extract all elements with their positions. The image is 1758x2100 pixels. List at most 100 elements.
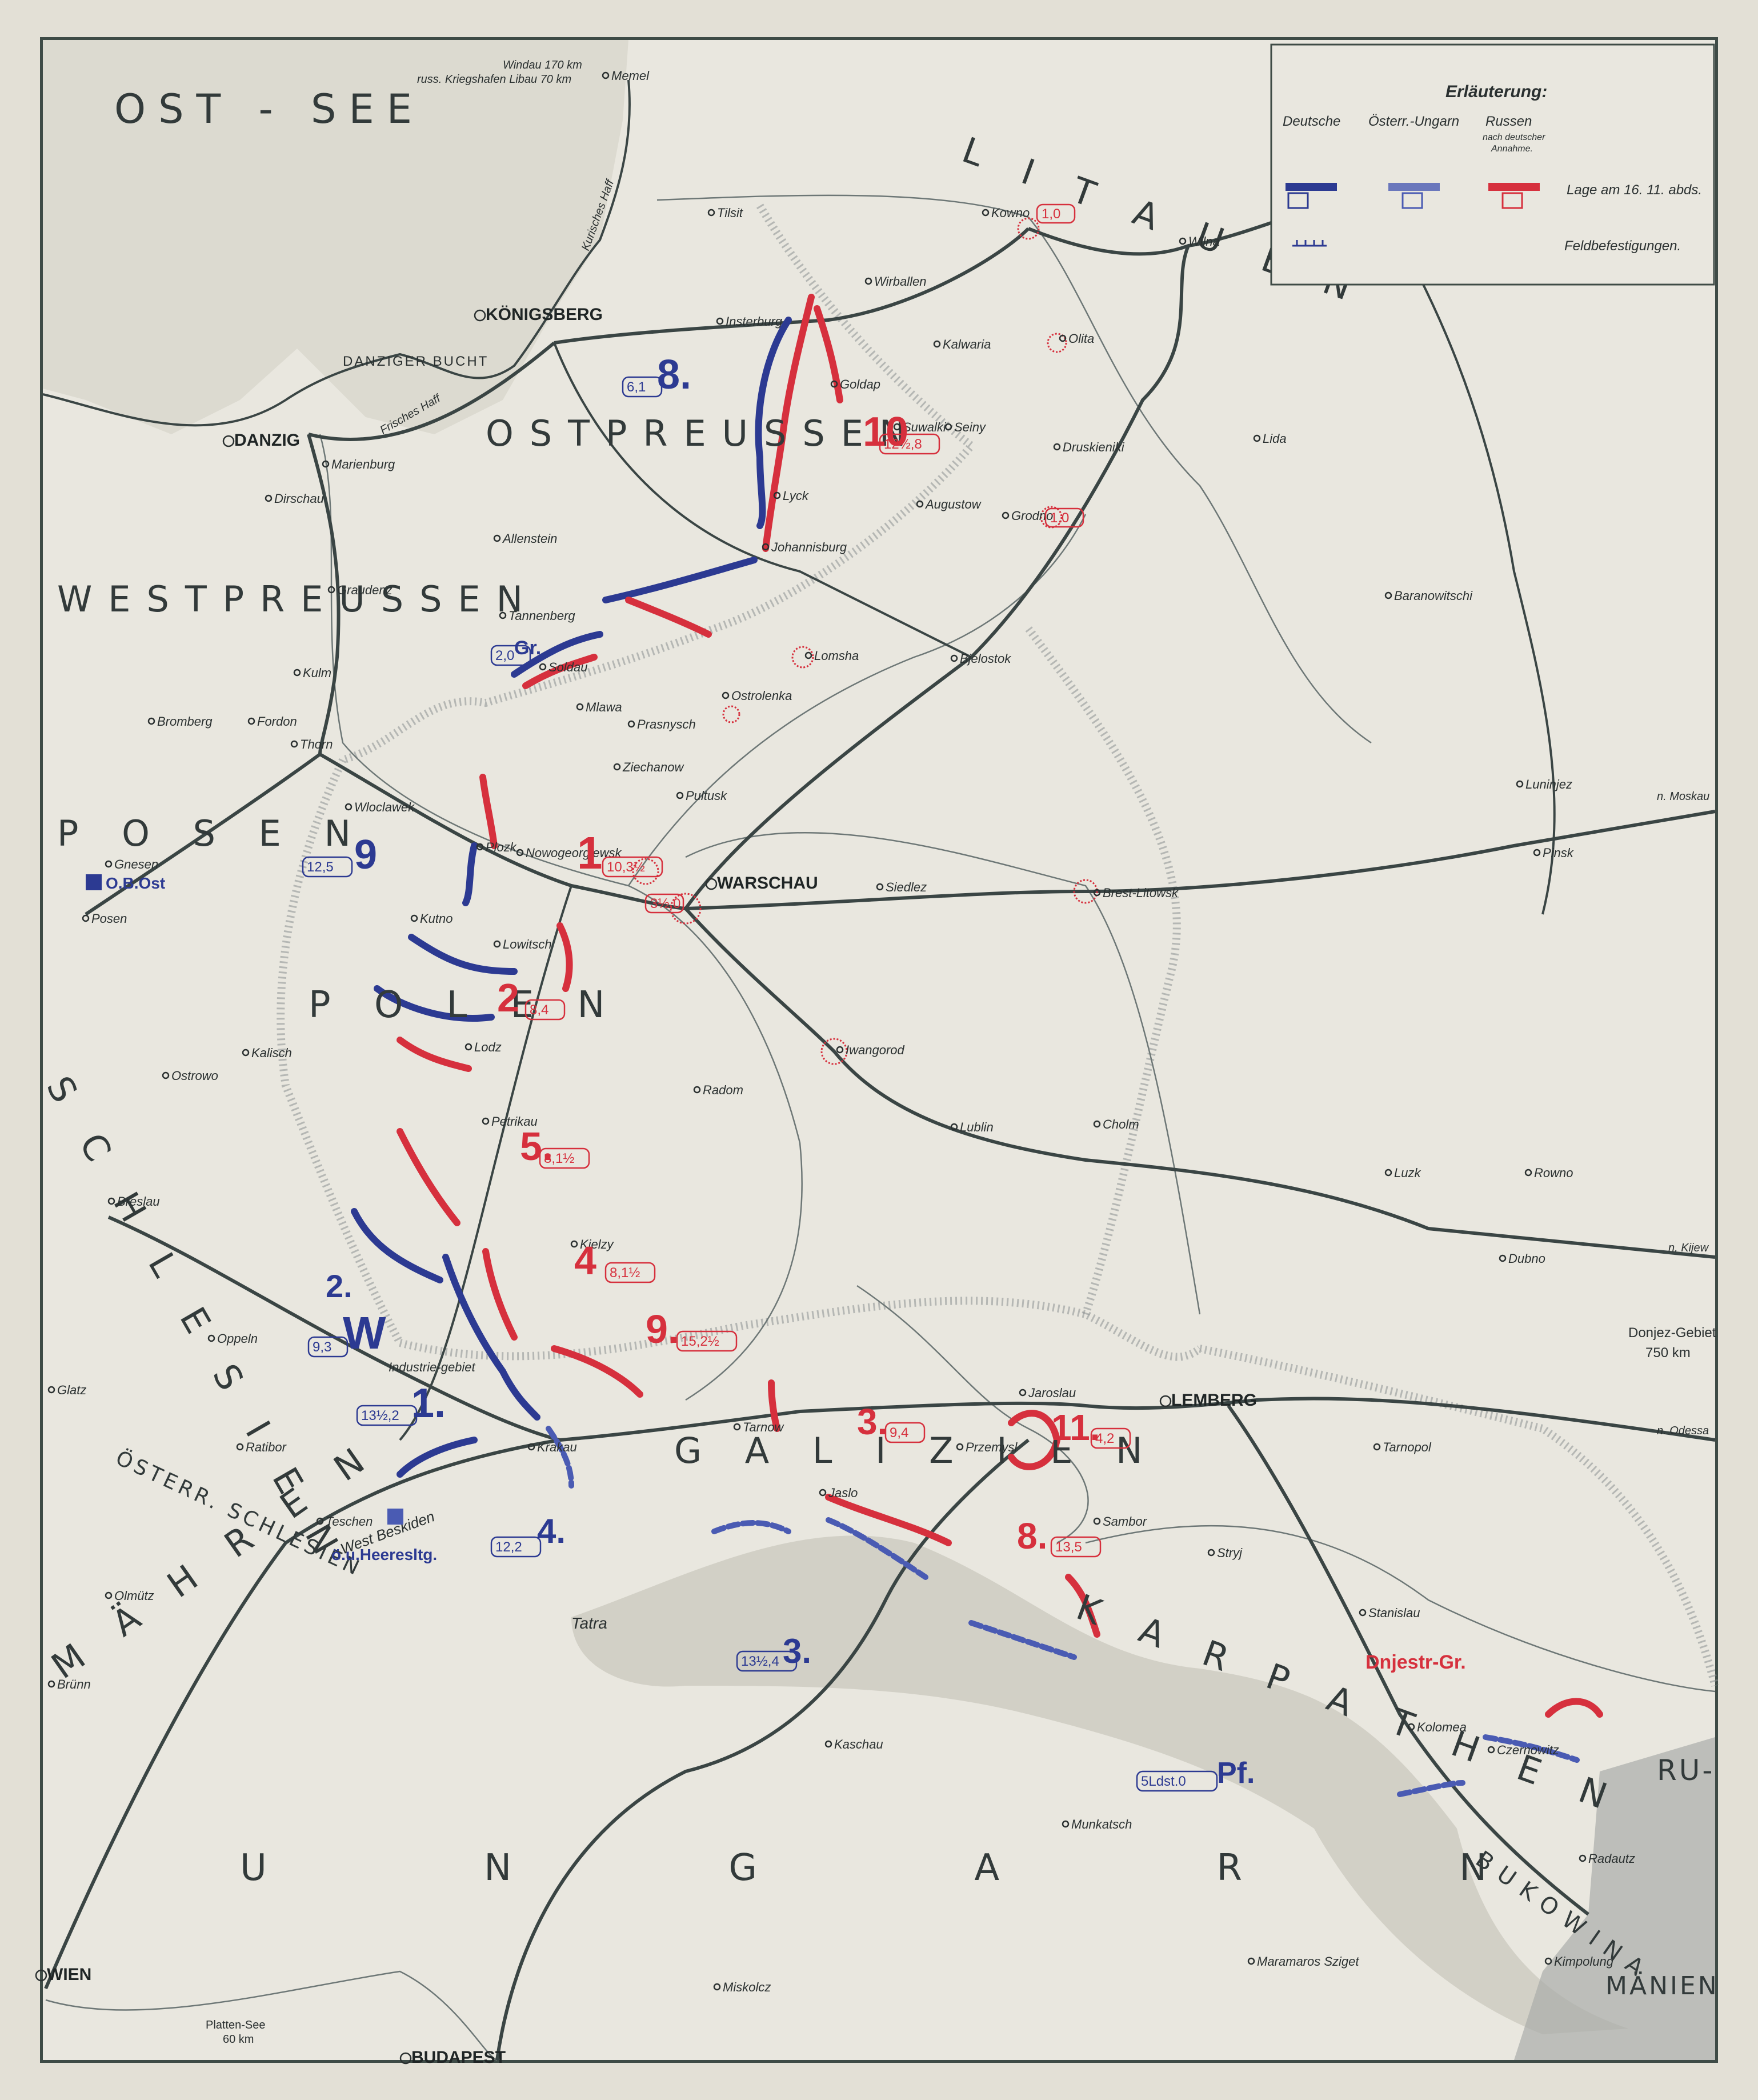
city-dot [474, 309, 486, 322]
river-bug [685, 832, 1201, 1315]
city-dot [1384, 1169, 1392, 1177]
army-strength-box [490, 1536, 542, 1558]
city-dot [1059, 334, 1067, 342]
rail-lemberg-czernowitz [1227, 1405, 1589, 1916]
hq-ob-ost: O.B.Ost [106, 874, 165, 892]
city-label: Ostrowo [171, 1069, 218, 1083]
fort-brest [1073, 879, 1098, 904]
army-strength-box [490, 645, 531, 666]
city-dot [493, 534, 501, 542]
note-kijew: n. Kijew [1668, 1242, 1709, 1254]
city-label: Dirschau [274, 491, 324, 506]
army-label: 4 [574, 1238, 596, 1283]
au-front-carpathians-3 [968, 1620, 1077, 1660]
road-net-3 [1370, 187, 1556, 915]
legend-ru-flag [1501, 192, 1523, 209]
city-dot [242, 1049, 250, 1057]
city-label: Czernowitz [1497, 1743, 1559, 1757]
city-label: Pinsk [1543, 846, 1574, 860]
ru-front-jaslo [825, 1494, 952, 1546]
legend-col-ru-note-1: nach deutscher [1483, 133, 1545, 142]
city-label: Plozk [486, 840, 517, 854]
city-dot [570, 1240, 578, 1248]
legend: Erläuterung: Deutsche Österr.-Ungarn Rus… [1270, 43, 1715, 286]
city-dot [602, 71, 610, 79]
city-dot [1533, 849, 1541, 857]
city-dot [1053, 443, 1061, 451]
fortress-strength: 1,0 [1050, 510, 1069, 526]
legend-col-ru-note-2: Annahme. [1491, 144, 1533, 154]
city-dot [247, 717, 255, 725]
river-san [856, 1285, 1089, 1544]
city-dot [733, 1423, 741, 1431]
rail-budapest [495, 1438, 1030, 2061]
au-front-kolomea [1483, 1734, 1580, 1763]
city-label: Luninjez [1525, 777, 1572, 791]
city-label: Oppeln [217, 1331, 258, 1346]
fort-warschau [670, 893, 702, 925]
city-label: Maramaros Sziget [1257, 1954, 1359, 1969]
city-dot [162, 1071, 170, 1079]
note-donjez: Donjez-Gebiet [1628, 1325, 1716, 1341]
city-label: Suwalki [903, 420, 947, 434]
army-label: W [343, 1307, 386, 1358]
legend-title: Erläuterung: [1445, 82, 1547, 101]
city-label: Jaslo [828, 1486, 858, 1500]
legend-row-position: Lage am 16. 11. abds. [1567, 182, 1702, 198]
au-front-krakau [546, 1426, 574, 1489]
city-dot [47, 1680, 55, 1688]
note-windau: Windau 170 km [503, 59, 582, 71]
army-strength-box [676, 1330, 738, 1352]
city-label: Kaschau [834, 1737, 883, 1751]
city-label: Johannisburg [771, 540, 847, 554]
border-poland-east [1025, 626, 1181, 1316]
army-strength: 9,3 [313, 1339, 331, 1355]
city-dot [316, 1517, 324, 1525]
city-dot [1579, 1854, 1587, 1862]
city-label: WARSCHAU [717, 874, 818, 893]
city-dot [693, 1086, 701, 1094]
fortress-strength: 3½,0 [650, 896, 680, 911]
army-strength-box [524, 999, 566, 1021]
city-label: Miskolcz [723, 1980, 771, 1994]
army-label: 5. [520, 1124, 553, 1169]
city-dot [493, 940, 501, 948]
city-dot [327, 586, 335, 594]
ru-front-soldau [522, 654, 598, 689]
de-front-9army-1 [462, 842, 478, 906]
city-label: Stanislau [1368, 1606, 1420, 1620]
ou-heeresltg-flag [387, 1509, 403, 1525]
city-dot [804, 651, 812, 659]
city-dot [982, 209, 990, 217]
city-dot [499, 611, 507, 619]
ru-front-vistula-2 [556, 922, 573, 992]
city-label: BUDAPEST [411, 2048, 506, 2067]
city-dot [482, 1117, 490, 1125]
city-label: Kalwaria [943, 337, 991, 351]
army-strength: 4,2 [1095, 1431, 1114, 1446]
city-label: Kalisch [251, 1046, 292, 1060]
city-label: Luzk [1394, 1166, 1421, 1180]
army-strength: 8,4 [530, 1002, 548, 1018]
city-dot [1093, 1517, 1101, 1525]
city-dot [207, 1334, 215, 1342]
army-strength: 15,2½ [681, 1334, 719, 1349]
city-dot [893, 423, 901, 431]
city-dot [464, 1043, 472, 1051]
region-polen: P O L E N [309, 984, 620, 1026]
city-label: Teschen [326, 1514, 373, 1529]
de-front-woyrsch [351, 1208, 443, 1283]
city-dot [950, 1123, 958, 1131]
army-strength: 13½,2 [361, 1408, 399, 1423]
army-label: Gr. [514, 637, 541, 659]
region-rumaenien-top: RU- [1657, 1754, 1715, 1787]
city-label: Krakau [537, 1440, 577, 1454]
army-strength-box [736, 1650, 798, 1672]
city-dot [944, 423, 952, 431]
coast [42, 79, 631, 427]
city-label: Petrikau [491, 1114, 538, 1129]
city-dot [1179, 237, 1187, 245]
city-label: Rowno [1534, 1166, 1573, 1180]
legend-de-swatch [1286, 183, 1337, 191]
city-dot [47, 1386, 55, 1394]
